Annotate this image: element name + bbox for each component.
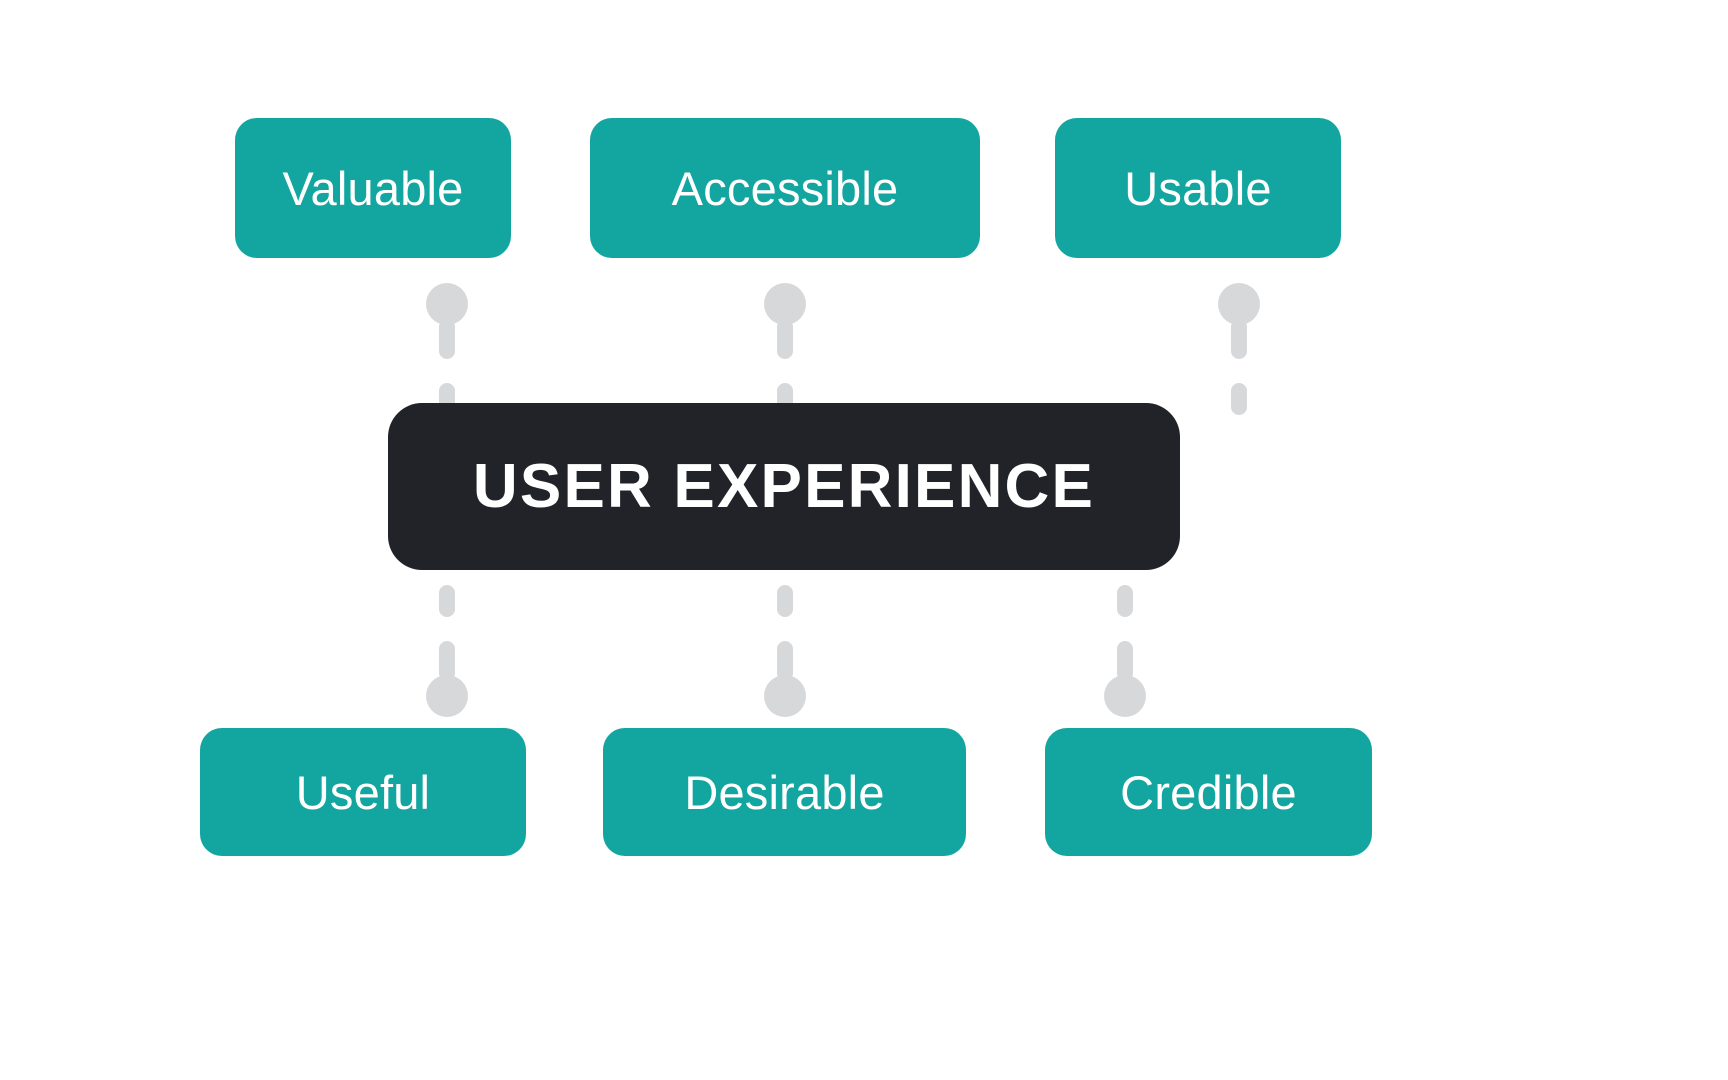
node-label: Useful <box>295 765 431 819</box>
connector-dash-segment <box>777 319 793 359</box>
node-valuable[interactable]: Valuable <box>235 118 511 258</box>
connector-dash-segment <box>1231 383 1247 415</box>
connector-dot-icon <box>1104 675 1146 717</box>
node-label: Valuable <box>282 161 464 215</box>
connector-dash-segment <box>439 641 455 681</box>
connector-dash-segment <box>1231 319 1247 359</box>
connector-dot-icon <box>426 283 468 325</box>
node-credible[interactable]: Credible <box>1045 728 1372 856</box>
connector-dash-segment <box>777 641 793 681</box>
node-label: Credible <box>1120 765 1297 819</box>
connector-dash-segment <box>1117 585 1133 617</box>
connector-core-to-desirable <box>764 585 806 717</box>
connector-dash-segment <box>777 585 793 617</box>
node-usable[interactable]: Usable <box>1055 118 1341 258</box>
node-useful[interactable]: Useful <box>200 728 526 856</box>
core-label: USER EXPERIENCE <box>472 451 1096 521</box>
connector-usable-to-core <box>1218 283 1260 415</box>
connector-dot-icon <box>764 675 806 717</box>
node-label: Desirable <box>684 765 885 819</box>
connector-dot-icon <box>426 675 468 717</box>
connector-valuable-to-core <box>426 283 468 415</box>
connector-dash-segment <box>439 319 455 359</box>
connector-dash-segment <box>439 585 455 617</box>
connector-dash-segment <box>1117 641 1133 681</box>
node-label: Accessible <box>671 161 899 215</box>
connector-dot-icon <box>1218 283 1260 325</box>
connector-core-to-credible <box>1104 585 1146 717</box>
node-accessible[interactable]: Accessible <box>590 118 980 258</box>
connector-core-to-useful <box>426 585 468 717</box>
core-node-user-experience[interactable]: USER EXPERIENCE <box>388 403 1180 570</box>
node-label: Usable <box>1124 161 1272 215</box>
connector-accessible-to-core <box>764 283 806 415</box>
node-desirable[interactable]: Desirable <box>603 728 966 856</box>
connector-dot-icon <box>764 283 806 325</box>
